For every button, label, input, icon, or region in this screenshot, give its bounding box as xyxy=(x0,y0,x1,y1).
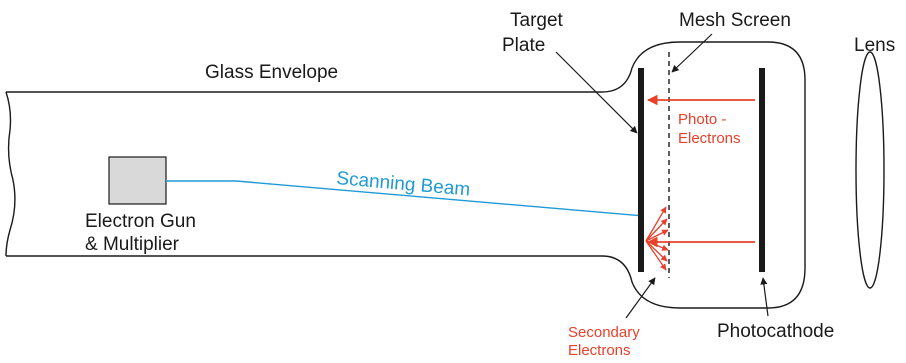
mesh-screen-label: Mesh Screen xyxy=(679,10,791,31)
scanning-beam-line xyxy=(166,180,645,217)
secondary-electrons-label-line2: Electrons xyxy=(568,342,631,358)
glass-envelope-outline xyxy=(5,41,806,309)
target-plate-label-line1: Target xyxy=(510,10,564,31)
electron-gun-label-line2: & Multiplier xyxy=(85,234,180,255)
mesh-screen-pointer xyxy=(671,33,713,73)
secondary-electrons-pointer xyxy=(625,277,656,319)
photo-electrons-label-line1: Photo - xyxy=(678,111,726,128)
electron-gun-label-line1: Electron Gun xyxy=(85,211,196,232)
electron-gun-box xyxy=(108,156,167,205)
photocathode-pointer xyxy=(760,277,769,317)
secondary-electron-arrows xyxy=(645,206,669,271)
photo-electrons-label-line2: Electrons xyxy=(678,130,741,147)
lens-shape xyxy=(855,51,885,289)
glass-envelope-label: Glass Envelope xyxy=(205,62,338,83)
secondary-electrons-label-line1: Secondary xyxy=(568,324,640,341)
target-plate-label-line2: Plate xyxy=(502,35,545,56)
photocathode-label: Photocathode xyxy=(717,321,834,342)
target-plate-pointer xyxy=(555,51,638,134)
lens-label: Lens xyxy=(854,35,895,56)
